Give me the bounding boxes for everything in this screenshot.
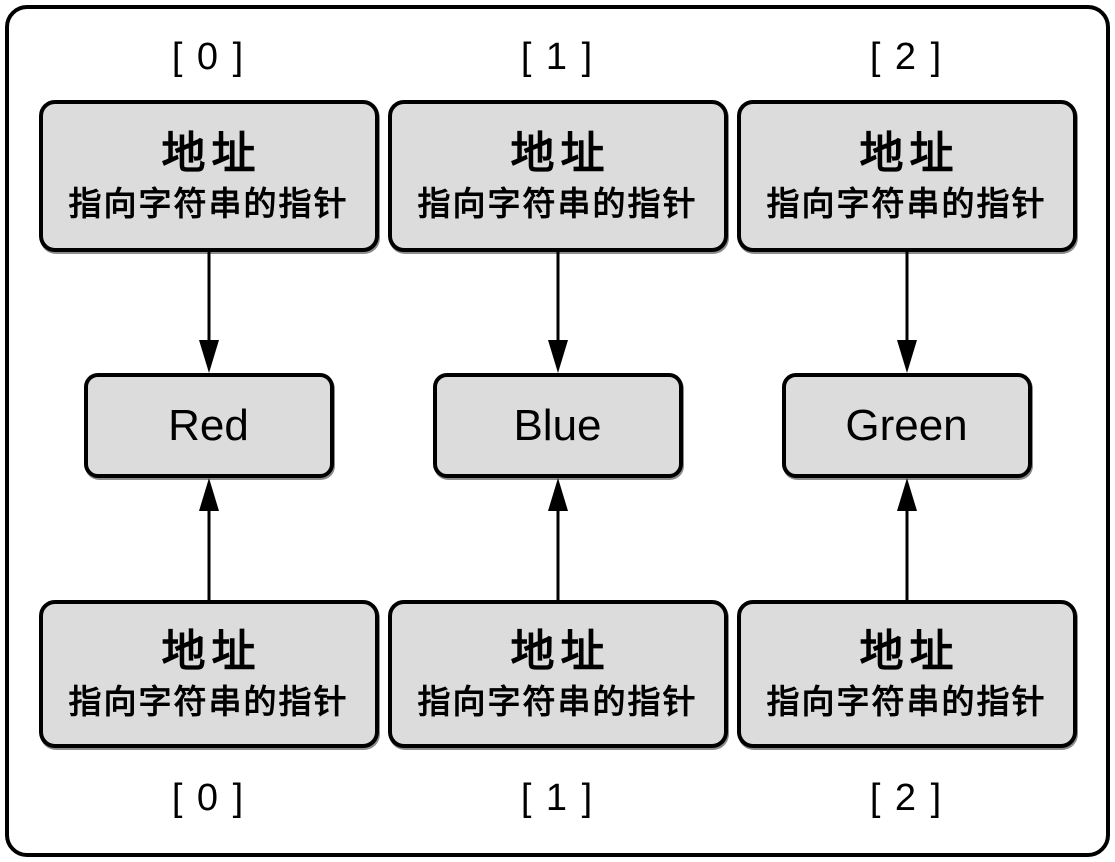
arrow-down-icon	[198, 252, 219, 373]
pointer-box-top: 地址 指向字符串的指针	[736, 100, 1077, 252]
pointer-box-subtitle: 指向字符串的指针	[68, 184, 349, 222]
arrow-down-icon	[547, 252, 568, 373]
pointer-box-bottom: 地址 指向字符串的指针	[387, 600, 728, 748]
pointer-box-top: 地址 指向字符串的指针	[38, 100, 379, 252]
index-label-bottom: [ 0 ]	[171, 777, 246, 819]
array-column-0: [ 0 ] 地址 指向字符串的指针 Red 地址 指向字符串的指针 [ 0 ]	[34, 9, 383, 853]
index-label-top: [ 2 ]	[869, 36, 944, 78]
index-label-top: [ 0 ]	[171, 36, 246, 78]
pointer-box-bottom: 地址 指向字符串的指针	[736, 600, 1077, 748]
pointer-box-title: 地址	[859, 626, 960, 676]
arrow-down-icon	[896, 252, 917, 373]
pointer-box-subtitle: 指向字符串的指针	[417, 184, 698, 222]
index-label-bottom: [ 2 ]	[869, 777, 944, 819]
pointer-box-top: 地址 指向字符串的指针	[387, 100, 728, 252]
diagram-frame: [ 0 ] 地址 指向字符串的指针 Red 地址 指向字符串的指针 [ 0 ] …	[5, 5, 1110, 857]
pointer-box-title: 地址	[161, 626, 262, 676]
arrow-up-icon	[547, 478, 568, 600]
arrow-up-icon	[896, 478, 917, 600]
pointer-box-bottom: 地址 指向字符串的指针	[38, 600, 379, 748]
pointer-box-title: 地址	[859, 128, 960, 178]
pointer-array-diagram: [ 0 ] 地址 指向字符串的指针 Red 地址 指向字符串的指针 [ 0 ] …	[9, 9, 1106, 853]
pointer-box-title: 地址	[510, 128, 611, 178]
string-value-box: Green	[781, 373, 1032, 478]
pointer-box-subtitle: 指向字符串的指针	[68, 682, 349, 720]
pointer-box-title: 地址	[161, 128, 262, 178]
pointer-box-subtitle: 指向字符串的指针	[766, 184, 1047, 222]
array-column-2: [ 2 ] 地址 指向字符串的指针 Green 地址 指向字符串的指针 [ 2 …	[732, 9, 1081, 853]
pointer-box-subtitle: 指向字符串的指针	[766, 682, 1047, 720]
index-label-top: [ 1 ]	[520, 36, 595, 78]
array-column-1: [ 1 ] 地址 指向字符串的指针 Blue 地址 指向字符串的指针 [ 1 ]	[383, 9, 732, 853]
pointer-box-subtitle: 指向字符串的指针	[417, 682, 698, 720]
index-label-bottom: [ 1 ]	[520, 777, 595, 819]
arrow-up-icon	[198, 478, 219, 600]
string-value-box: Blue	[432, 373, 683, 478]
pointer-box-title: 地址	[510, 626, 611, 676]
string-value-box: Red	[83, 373, 334, 478]
